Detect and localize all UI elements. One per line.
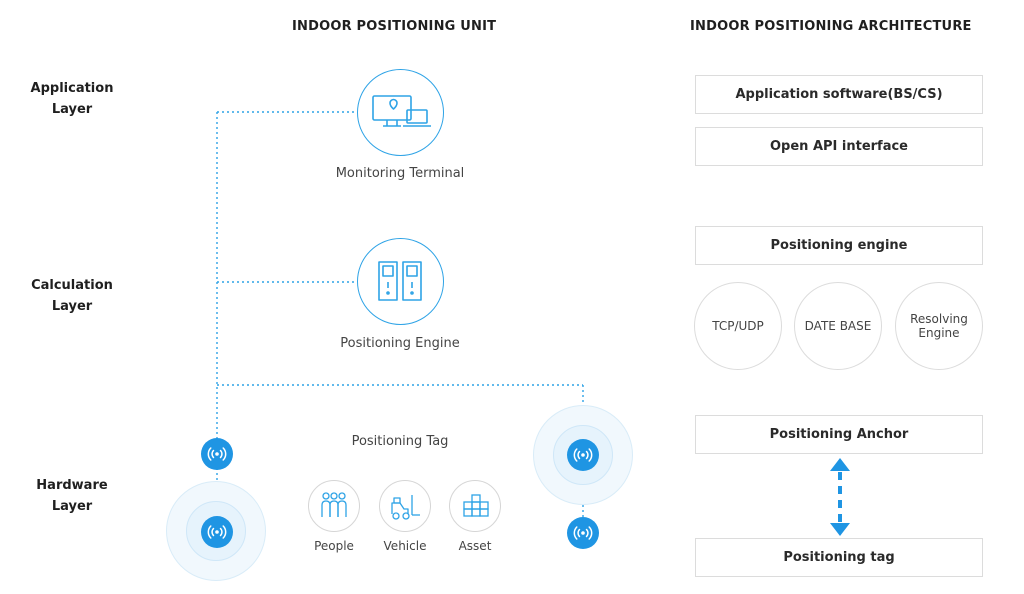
monitoring-terminal-label: Monitoring Terminal [335, 166, 465, 181]
positioning-tag-box: Positioning tag [695, 538, 983, 577]
bidirectional-arrow-icon [830, 458, 850, 536]
unit-title: INDOOR POSITIONING UNIT [292, 19, 497, 34]
anchor-right-upper [567, 439, 599, 471]
positioning-anchor-box: Positioning Anchor [695, 415, 983, 454]
people-label: People [314, 539, 354, 553]
people-icon [321, 492, 347, 517]
application-layer-label: Application Layer [30, 81, 114, 117]
database-circle: DATE BASE [794, 282, 882, 370]
people-node [308, 480, 360, 532]
wireless-signal-icon [573, 526, 593, 540]
wireless-signal-icon [573, 448, 593, 462]
hardware-layer-label: Hardware Layer [36, 478, 108, 514]
asset-node [449, 480, 501, 532]
monitor-laptop-icon [371, 94, 431, 127]
app-software-box: Application software(BS/CS) [695, 75, 983, 114]
monitoring-terminal-node [357, 69, 444, 156]
anchor-right-lower [567, 517, 599, 549]
positioning-engine-box: Positioning engine [695, 226, 983, 265]
resolving-engine-circle: Resolving Engine [895, 282, 983, 370]
asset-label: Asset [458, 539, 492, 553]
positioning-engine-label: Positioning Engine [340, 336, 460, 351]
vehicle-node [379, 480, 431, 532]
anchor-left-lower [201, 516, 233, 548]
wireless-signal-icon [207, 525, 227, 539]
open-api-box: Open API interface [695, 127, 983, 166]
positioning-tag-label: Positioning Tag [351, 434, 449, 449]
forklift-icon [391, 495, 420, 520]
vehicle-label: Vehicle [383, 539, 427, 553]
positioning-engine-node [357, 238, 444, 325]
tcp-udp-circle: TCP/UDP [694, 282, 782, 370]
architecture-title: INDOOR POSITIONING ARCHITECTURE [690, 19, 972, 34]
server-icon [377, 260, 422, 301]
calculation-layer-label: Calculation Layer [31, 278, 113, 314]
asset-boxes-icon [463, 494, 489, 517]
anchor-left-upper [201, 438, 233, 470]
wireless-signal-icon [207, 447, 227, 461]
